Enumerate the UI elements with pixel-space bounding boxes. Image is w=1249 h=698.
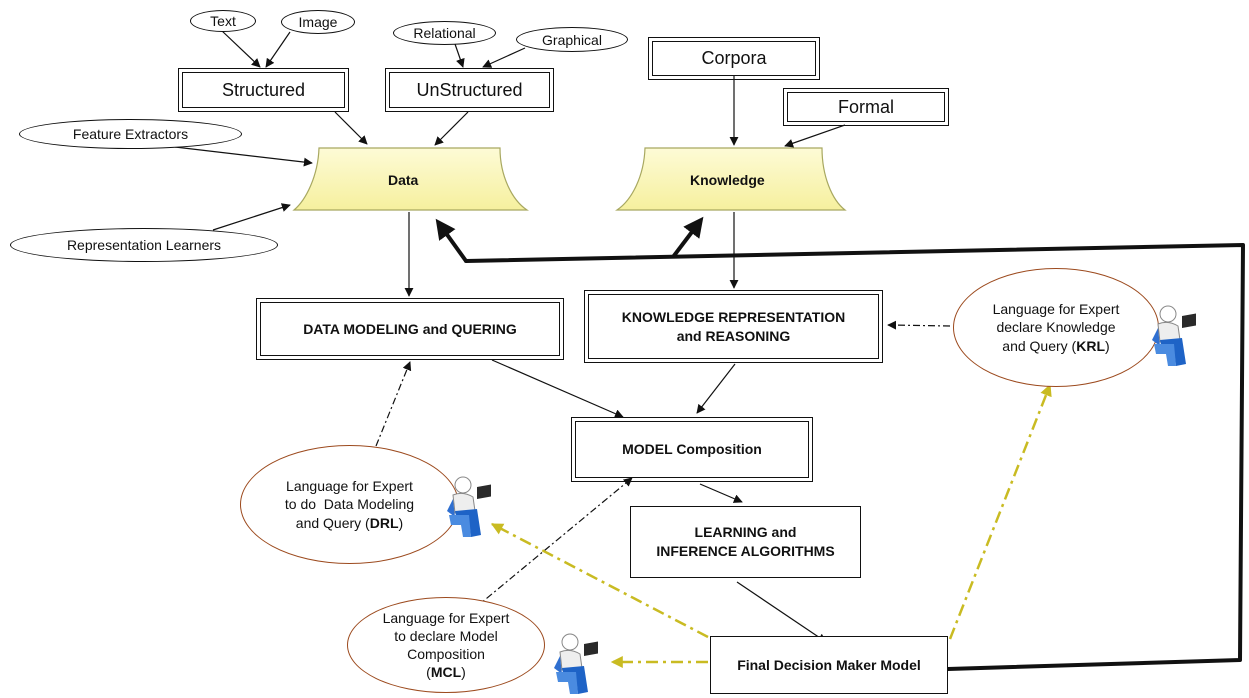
feedback-arrow-data — [435, 218, 468, 263]
representation-learners-label: Representation Learners — [66, 237, 222, 253]
mcl-abbr: MCL — [430, 664, 462, 681]
graphical-label: Graphical — [542, 31, 602, 48]
structured-label: Structured — [221, 79, 306, 100]
arrow-graphical-unstructured — [482, 47, 526, 68]
drl-line1: Language for Expert — [286, 478, 413, 495]
drl-line2: to do Data Modeling — [284, 496, 415, 513]
krl-ellipse: Language for Expert declare Knowledge an… — [953, 268, 1159, 387]
feature-extractors-label: Feature Extractors — [72, 126, 189, 142]
krr-box: KNOWLEDGE REPRESENTATION and REASONING — [584, 290, 883, 363]
krr-label-line1: KNOWLEDGE REPRESENTATION — [621, 308, 846, 325]
mcl-line3: Composition — [407, 646, 485, 662]
arrow-learning-final — [736, 581, 827, 643]
arrow-datamodeling-composition — [491, 359, 624, 418]
krl-line1: Language for Expert — [992, 301, 1120, 318]
krl-abbr: KRL — [1076, 337, 1106, 354]
knowledge-trapezoid — [615, 147, 847, 211]
arrow-composition-learning — [699, 483, 743, 503]
image-ellipse: Image — [281, 10, 355, 34]
yellow-arrow-final-krl — [948, 383, 1052, 640]
graphical-ellipse: Graphical — [516, 27, 628, 52]
feedback-loop-line — [464, 243, 1245, 671]
text-ellipse: Text — [190, 10, 256, 32]
relational-label: Relational — [413, 25, 476, 41]
arrow-feature-data — [174, 146, 313, 167]
representation-learners-ellipse: Representation Learners — [10, 228, 278, 262]
mcl-line1: Language for Expert — [382, 609, 510, 626]
data-trapezoid — [292, 147, 529, 211]
corpora-box: Corpora — [648, 37, 820, 80]
arrow-replearners-data — [212, 203, 291, 231]
learning-label-line1: LEARNING and — [694, 524, 797, 541]
drl-line3-post: ) — [398, 514, 404, 531]
arrow-unstructured-data — [434, 111, 469, 146]
krr-label-line2: and REASONING — [676, 327, 791, 344]
learning-inference-box: LEARNING and INFERENCE ALGORITHMS — [630, 506, 861, 578]
drl-abbr: DRL — [369, 514, 399, 531]
feedback-arrow-knowledge — [671, 216, 704, 259]
data-modeling-label: DATA MODELING and QUERING — [303, 320, 517, 337]
dashdot-drl-datamodeling — [375, 361, 412, 447]
expert-person-icon — [447, 476, 491, 537]
text-label: Text — [210, 13, 236, 29]
learning-label-line2: INFERENCE ALGORITHMS — [656, 543, 835, 559]
drl-ellipse: Language for Expert to do Data Modeling … — [240, 445, 459, 564]
unstructured-box: UnStructured — [385, 68, 554, 112]
data-label: Data — [388, 172, 419, 188]
final-decision-box: Final Decision Maker Model — [710, 636, 948, 694]
structured-box: Structured — [178, 68, 349, 112]
mcl-line2: to declare Model — [394, 627, 498, 644]
model-composition-box: MODEL Composition — [571, 417, 813, 482]
expert-person-icon — [554, 633, 598, 694]
formal-box: Formal — [783, 88, 949, 126]
dashdot-krl-krr — [887, 320, 951, 330]
krl-line3-post: ) — [1105, 337, 1110, 354]
formal-label: Formal — [837, 96, 894, 117]
unstructured-label: UnStructured — [416, 79, 523, 100]
data-modeling-box: DATA MODELING and QUERING — [256, 298, 564, 360]
final-decision-label: Final Decision Maker Model — [737, 656, 921, 673]
expert-person-icon — [1152, 305, 1196, 366]
arrow-structured-data — [334, 111, 368, 145]
corpora-label: Corpora — [701, 48, 767, 68]
arrow-image-structured — [265, 31, 291, 68]
dashdot-mcl-composition — [474, 477, 633, 609]
krl-line2: declare Knowledge — [996, 319, 1116, 336]
feature-extractors-ellipse: Feature Extractors — [19, 119, 242, 149]
arrow-text-structured — [220, 29, 261, 68]
image-label: Image — [298, 14, 338, 30]
model-composition-label: MODEL Composition — [622, 441, 762, 458]
yellow-arrow-final-drl — [490, 522, 709, 639]
arrow-formal-knowledge — [784, 124, 846, 148]
arrow-relational-unstructured — [454, 43, 465, 68]
krl-line3-pre: and Query ( — [1002, 337, 1077, 354]
mcl-line4-post: ) — [461, 664, 466, 681]
mcl-line4-pre: ( — [426, 664, 431, 681]
drl-line3-pre: and Query ( — [295, 514, 370, 531]
knowledge-label: Knowledge — [690, 172, 765, 188]
arrow-krr-composition — [696, 363, 736, 414]
relational-ellipse: Relational — [393, 21, 496, 45]
mcl-ellipse: Language for Expert to declare Model Com… — [347, 597, 545, 693]
